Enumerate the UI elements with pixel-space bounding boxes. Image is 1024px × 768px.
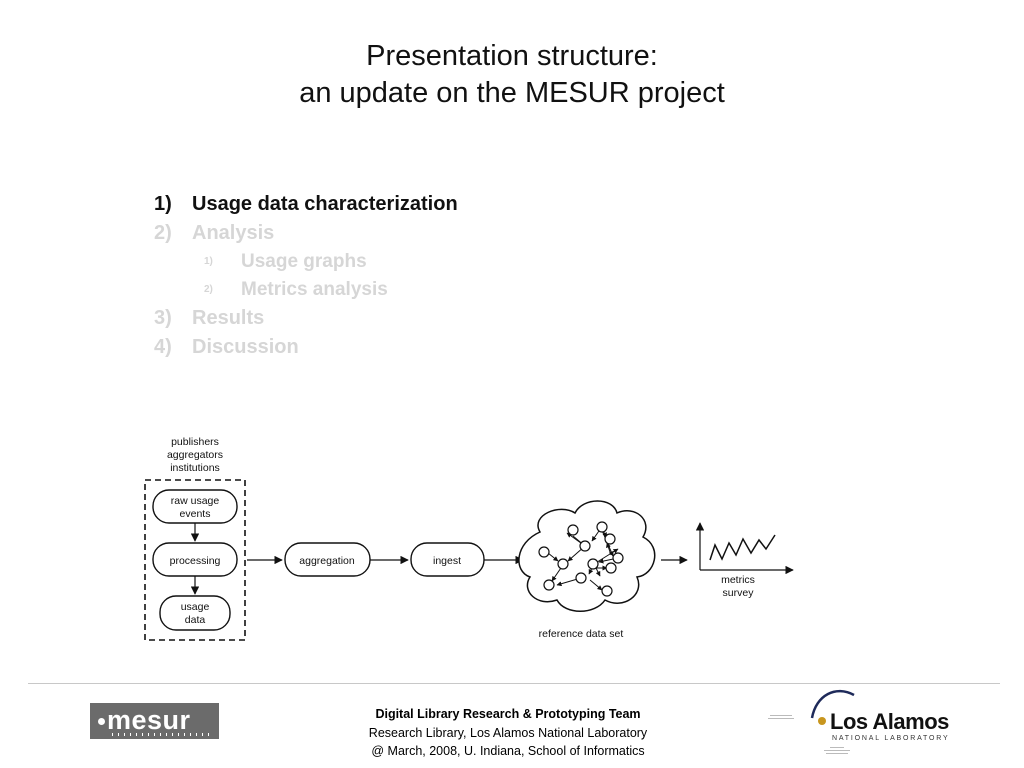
node-aggregation-label: aggregation (299, 555, 355, 567)
node-usage-data-line-1: usage (181, 601, 210, 613)
slide-title-line-2: an update on the MESUR project (299, 77, 725, 109)
node-raw-usage-events-line-1: raw usage (171, 495, 220, 507)
node-usage-data (159, 595, 231, 631)
lanl-subtitle: NATIONAL LABORATORY (832, 735, 949, 742)
lanl-name: Los Alamos (830, 709, 949, 734)
reference-data-cloud (518, 500, 656, 612)
source-label-institutions: institutions (170, 462, 220, 474)
mesur-logo-ticks (112, 733, 210, 736)
slide-title-line-1: Presentation structure: (366, 40, 658, 72)
agenda-item-number: 3) (154, 307, 172, 329)
agenda-list: 1) Usage data characterization 2) Analysis… (154, 190, 458, 362)
metrics-survey-line-2: survey (723, 587, 755, 599)
lanl-dot-icon (818, 717, 826, 725)
footer-organization: Research Library, Los Alamos National La… (368, 725, 648, 740)
source-dashed-box (144, 479, 246, 641)
source-label-publishers: publishers (171, 436, 219, 448)
agenda-item-label: Results (192, 307, 265, 329)
agenda-item-label: Discussion (192, 336, 299, 358)
source-label-aggregators: aggregators (167, 449, 223, 461)
agenda-item-number: 2) (204, 284, 213, 295)
usage-data-pipeline-diagram: publishers aggregators institutions raw … (144, 436, 794, 641)
reference-data-set-label: reference data set (539, 628, 624, 640)
slide-title: Presentation structure: an update on the… (0, 38, 1024, 112)
reference-graph-nodes (538, 521, 624, 597)
metrics-survey-line-1: metrics (721, 574, 755, 586)
agenda-item-label: Usage data characterization (192, 193, 458, 215)
node-ingest-label: ingest (433, 555, 461, 567)
agenda-item-number: 2) (154, 222, 172, 244)
agenda-item-analysis: 2) Analysis (154, 219, 458, 248)
footer-text: Digital Library Research & Prototyping T… (258, 705, 758, 761)
lanl-logo: Los Alamos NATIONAL LABORATORY (768, 689, 950, 754)
agenda-item-label: Analysis (192, 222, 275, 244)
agenda-item-number: 1) (204, 256, 213, 267)
agenda-item-number: 4) (154, 336, 172, 358)
metrics-signal-line (709, 534, 776, 561)
agenda-item-number: 1) (154, 193, 172, 215)
agenda-subitem-usage-graphs: 1) Usage graphs (154, 248, 458, 276)
lanl-small-print-decoration (768, 715, 850, 754)
agenda-item-label: Usage graphs (241, 251, 367, 273)
mesur-logo: mesur (90, 703, 219, 739)
node-raw-usage-events-line-2: events (180, 508, 211, 520)
footer-divider (28, 683, 1000, 684)
node-processing-label: processing (170, 555, 221, 567)
mesur-logo-text: mesur (107, 705, 191, 735)
node-usage-data-line-2: data (185, 614, 206, 626)
agenda-item-usage-data: 1) Usage data characterization (154, 190, 458, 219)
footer-event: @ March, 2008, U. Indiana, School of Inf… (371, 744, 645, 758)
mesur-logo-dot-icon (98, 718, 105, 726)
agenda-item-label: Metrics analysis (241, 279, 388, 301)
lanl-arc-icon (810, 689, 855, 719)
agenda-subitem-metrics-analysis: 2) Metrics analysis (154, 276, 458, 304)
agenda-item-discussion: 4) Discussion (154, 333, 458, 362)
agenda-item-results: 3) Results (154, 304, 458, 333)
footer-team: Digital Library Research & Prototyping T… (375, 707, 641, 721)
